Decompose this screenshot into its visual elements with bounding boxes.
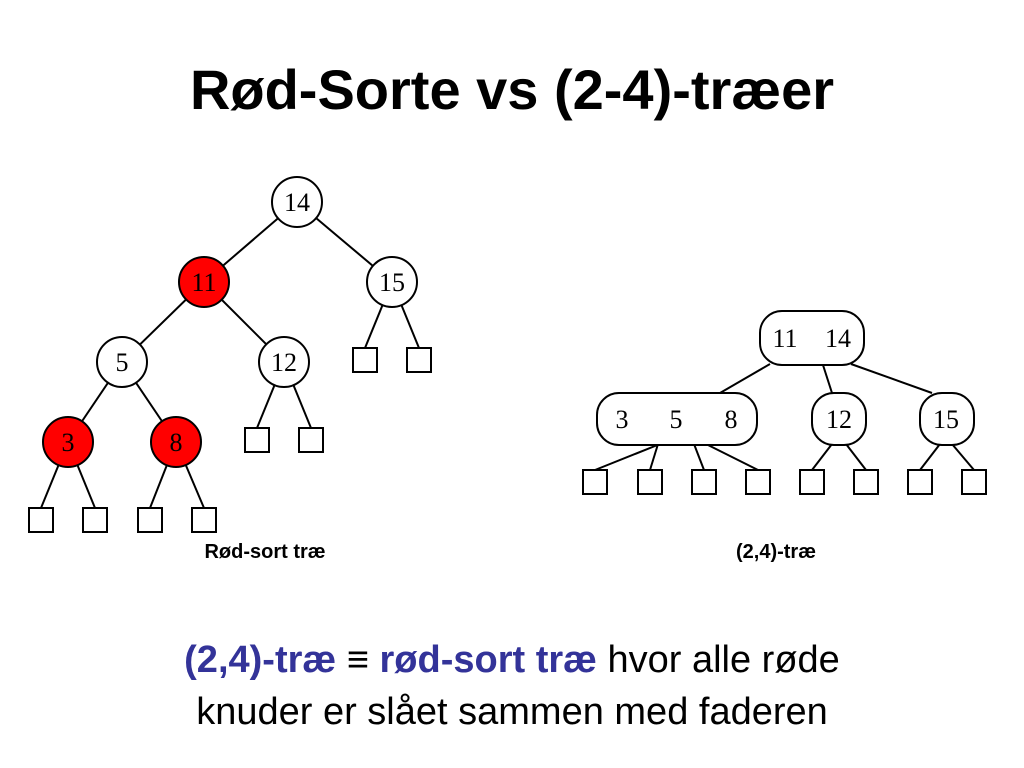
rb-node-label: 3 bbox=[62, 428, 75, 457]
rb-node-label: 11 bbox=[191, 268, 216, 297]
tf-leaf bbox=[799, 469, 825, 495]
red-black-tree: 14 11 15 5 12 3 8 bbox=[28, 176, 432, 533]
red-black-term: rød-sort træ bbox=[379, 639, 597, 681]
tf-leaf-edge bbox=[919, 443, 941, 471]
rb-leaf bbox=[191, 507, 217, 533]
rb-node-3 bbox=[42, 416, 94, 468]
rb-leaf bbox=[406, 347, 432, 373]
rb-node-12 bbox=[258, 336, 310, 388]
tf-leaf bbox=[907, 469, 933, 495]
rb-node-14 bbox=[271, 176, 323, 228]
tf-leaf-edge bbox=[693, 443, 705, 471]
rb-node-5 bbox=[96, 336, 148, 388]
tf-key: 14 bbox=[825, 324, 851, 353]
tf-leaf bbox=[745, 469, 771, 495]
rb-leaf bbox=[244, 427, 270, 453]
tf-node-3-5-8 bbox=[596, 392, 758, 446]
tf-edge bbox=[719, 363, 771, 394]
rb-node-8 bbox=[150, 416, 202, 468]
tf-key: 11 bbox=[772, 324, 797, 353]
tf-edge bbox=[850, 363, 933, 394]
tf-leaf-edge bbox=[705, 443, 759, 471]
tf-leaf bbox=[637, 469, 663, 495]
bottom-text-rest: hvor alle røde bbox=[596, 639, 840, 681]
tf-key: 12 bbox=[826, 405, 852, 434]
tf-leaf bbox=[582, 469, 608, 495]
rb-node-label: 5 bbox=[116, 348, 129, 377]
two-four-term: (2,4)-træ bbox=[184, 639, 337, 681]
tf-leaf-edge bbox=[649, 443, 659, 471]
tf-key: 15 bbox=[933, 405, 959, 434]
two-four-tree: 11 14 3 5 8 12 15 bbox=[582, 310, 987, 495]
equivalence-symbol: ≡ bbox=[336, 639, 380, 681]
rb-node-label: 8 bbox=[170, 428, 183, 457]
tf-leaf-edge bbox=[845, 443, 867, 471]
rb-leaf bbox=[298, 427, 324, 453]
bottom-line-1: (2,4)-træ ≡ rød-sort træ hvor alle røde bbox=[0, 634, 1024, 686]
rb-leaf bbox=[82, 507, 108, 533]
tf-key: 5 bbox=[670, 405, 683, 434]
tf-leaf-edge bbox=[594, 443, 661, 471]
tf-leaf bbox=[961, 469, 987, 495]
tf-node-12 bbox=[811, 392, 867, 446]
tf-edge bbox=[822, 364, 833, 394]
tf-leaf-edge bbox=[811, 443, 833, 471]
tf-leaf-edge bbox=[951, 443, 975, 471]
tf-leaf bbox=[853, 469, 879, 495]
tf-key: 8 bbox=[725, 405, 738, 434]
rb-leaf bbox=[137, 507, 163, 533]
rb-node-label: 12 bbox=[271, 348, 297, 377]
tf-leaf bbox=[691, 469, 717, 495]
two-four-caption: (2,4)-træ bbox=[736, 541, 816, 563]
rb-node-label: 14 bbox=[284, 188, 310, 217]
tf-key: 3 bbox=[616, 405, 629, 434]
rb-node-15 bbox=[366, 256, 418, 308]
bottom-statement: (2,4)-træ ≡ rød-sort træ hvor alle røde … bbox=[0, 634, 1024, 738]
rb-node-11 bbox=[178, 256, 230, 308]
tf-node-15 bbox=[919, 392, 975, 446]
tf-node-11-14 bbox=[759, 310, 865, 366]
bottom-line-2: knuder er slået sammen med faderen bbox=[196, 691, 828, 733]
rb-leaf bbox=[352, 347, 378, 373]
rb-node-label: 15 bbox=[379, 268, 405, 297]
rb-leaf bbox=[28, 507, 54, 533]
slide-title: Rød-Sorte vs (2-4)-træer bbox=[189, 58, 835, 121]
red-black-caption: Rød-sort træ bbox=[204, 541, 325, 563]
